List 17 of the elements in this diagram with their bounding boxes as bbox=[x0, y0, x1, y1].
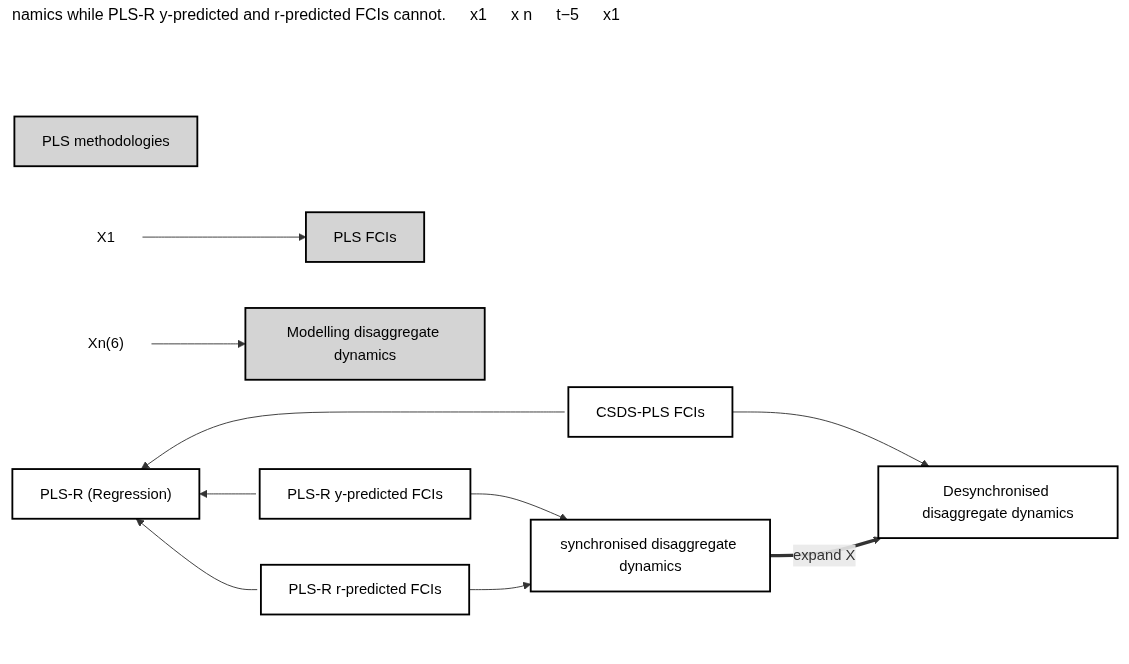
node-box: PLS-R (Regression) bbox=[10, 467, 200, 520]
note-text: x1 bbox=[602, 6, 620, 24]
node-box: Desynchronised disaggregate dynamics bbox=[876, 464, 1119, 539]
node-box: PLS methodologies bbox=[12, 115, 198, 167]
note-text: x1 bbox=[469, 6, 487, 24]
node-text: X1 bbox=[96, 228, 115, 244]
node-text: Xn(6) bbox=[87, 335, 124, 351]
note-text: t−5 bbox=[556, 6, 579, 24]
note-text: x n bbox=[510, 6, 533, 24]
node-box: Modelling disaggregate dynamics bbox=[243, 306, 486, 381]
edge-label: expand X bbox=[792, 546, 855, 563]
node-box: PLS-R y-predicted FCIs bbox=[258, 467, 471, 520]
node-box: synchronised disaggregate dynamics bbox=[529, 518, 771, 592]
node-box: CSDS-PLS FCIs bbox=[566, 385, 733, 438]
node-box: PLS-R r-predicted FCIs bbox=[259, 563, 470, 615]
node-box: PLS FCIs bbox=[304, 210, 425, 263]
note-text: namics while PLS-R y-predicted and r-predicted FCIs cannot. bbox=[12, 6, 446, 24]
